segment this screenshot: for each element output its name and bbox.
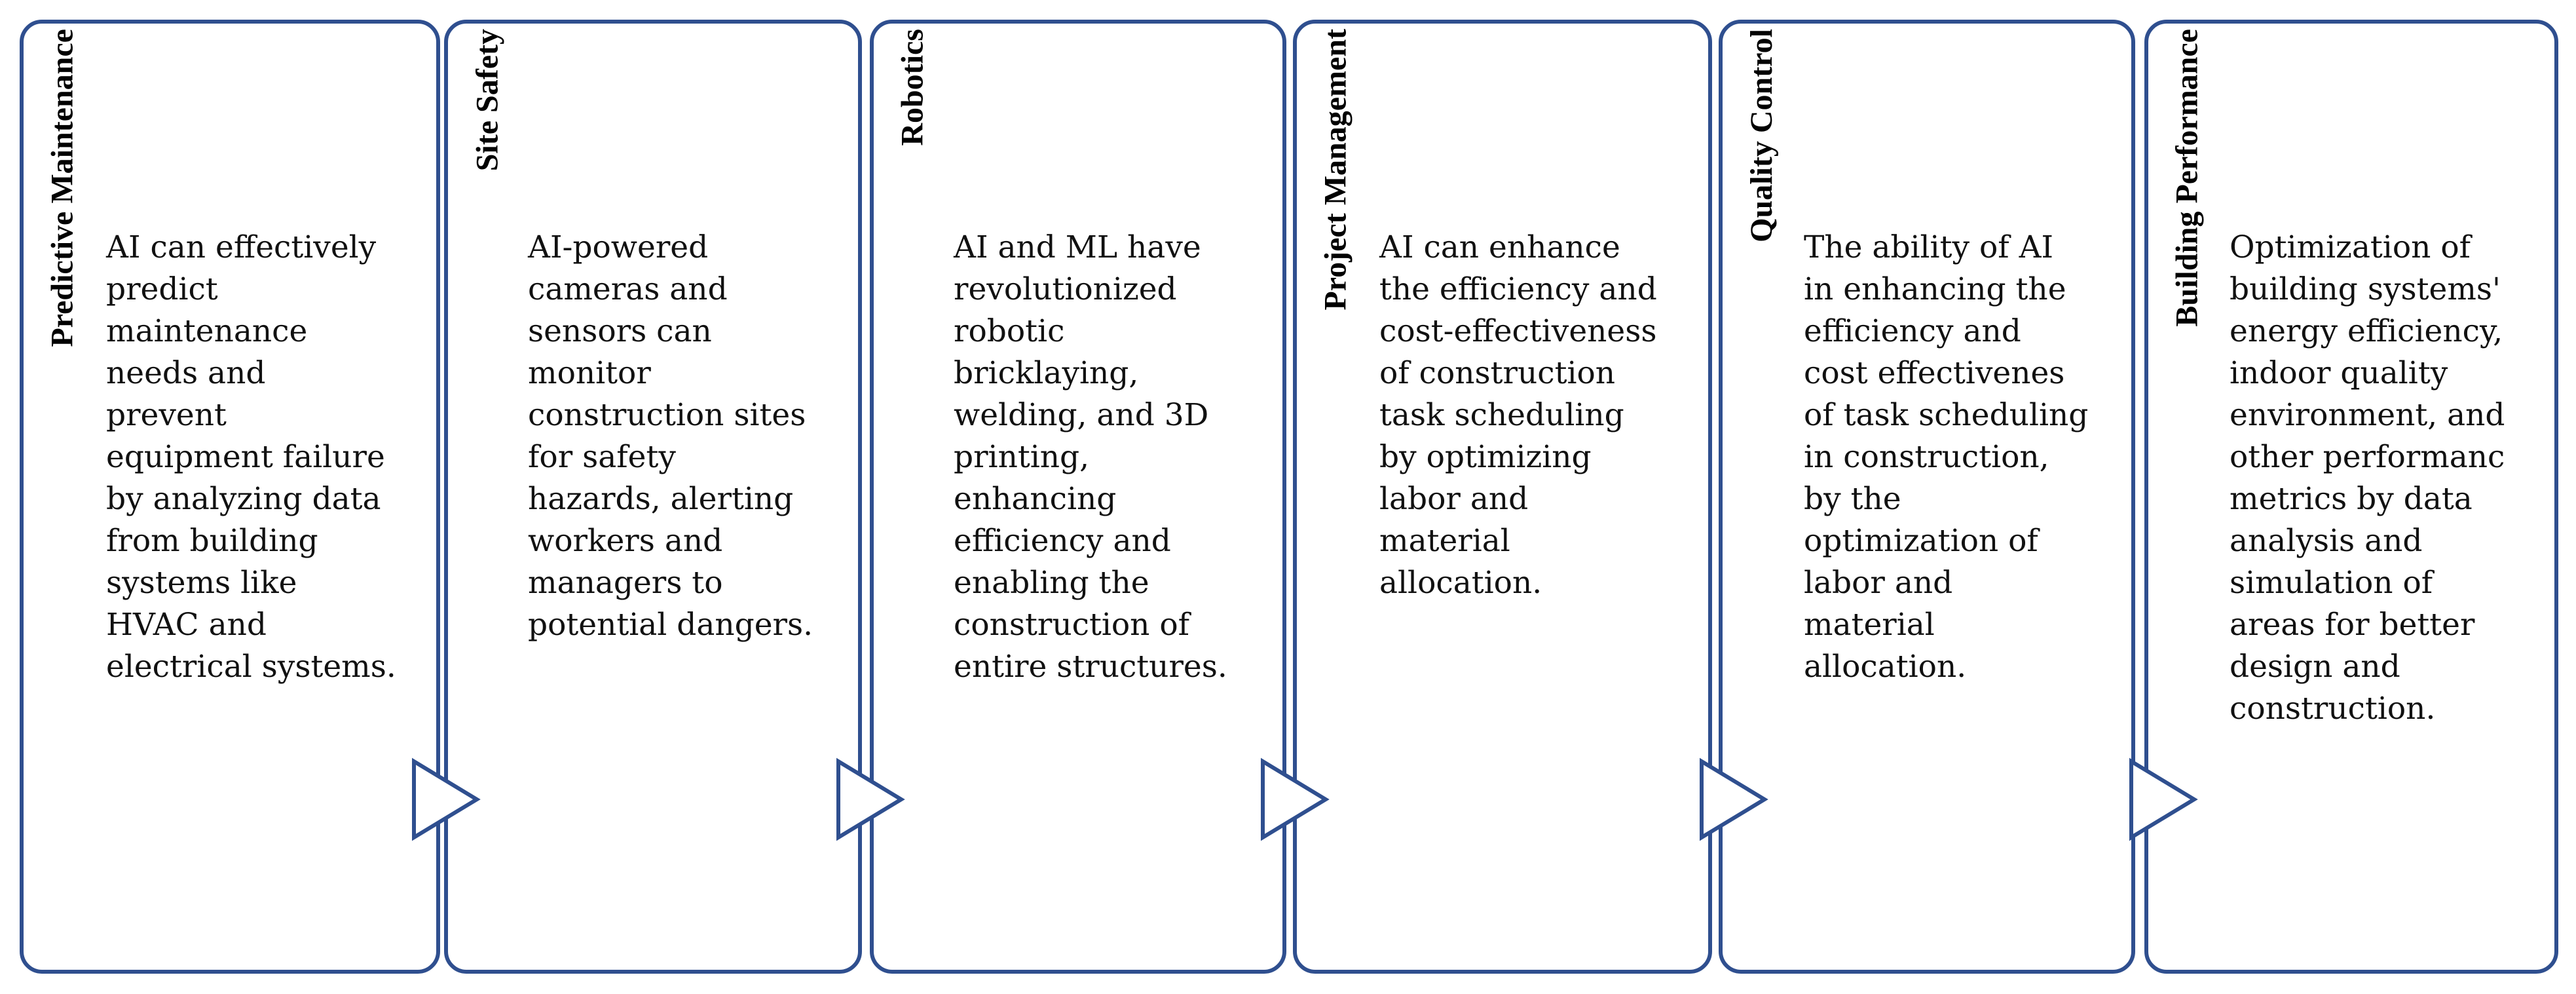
description-line: areas for better <box>2230 607 2475 643</box>
panel-title: Robotics <box>895 29 930 146</box>
description-line: cost effectivenes <box>1804 355 2065 391</box>
description-line: enhancing <box>954 481 1117 517</box>
panel-robotics: Robotics AI and ML have revolutionized r… <box>870 20 1286 974</box>
description-line: metrics by data <box>2230 481 2473 517</box>
triangle-right-arrow-icon <box>1261 757 1330 841</box>
triangle-right-arrow-icon <box>412 757 481 841</box>
description-line: allocation. <box>1804 649 1967 685</box>
panel-title-container: Robotics <box>882 29 944 835</box>
panel-title-container: Quality Control <box>1730 29 1793 835</box>
triangle-right-arrow-icon <box>1700 757 1768 841</box>
description-line: entire structures. <box>954 649 1227 685</box>
description-line: building systems' <box>2230 271 2501 307</box>
description-line: Optimization of <box>2230 229 2471 265</box>
panel-title-container: Project Management <box>1305 29 1368 835</box>
description-line: optimization of <box>1804 523 2038 559</box>
panel-site-safety: Site Safety AI-powered cameras and senso… <box>444 20 862 974</box>
description-line: predict <box>106 271 218 307</box>
panel-title: Predictive Maintenance <box>45 29 80 347</box>
description-line: construction sites <box>528 397 806 433</box>
panel-description: The ability of AI in enhancing the effic… <box>1804 227 2088 688</box>
description-line: task scheduling <box>1379 397 1624 433</box>
panel-project-management: Project Management AI can enhance the ef… <box>1293 20 1712 974</box>
description-line: cost-effectiveness <box>1379 313 1657 349</box>
panel-title: Quality Control <box>1744 29 1779 242</box>
description-line: equipment failure <box>106 439 385 475</box>
description-line: by the <box>1804 481 1901 517</box>
description-line: of construction <box>1379 355 1616 391</box>
description-line: robotic <box>954 313 1065 349</box>
description-line: allocation. <box>1379 565 1542 601</box>
description-line: welding, and 3D <box>954 397 1209 433</box>
description-line: The ability of AI <box>1804 229 2054 265</box>
panel-title-container: Building Performance <box>2156 29 2219 835</box>
description-line: AI can enhance <box>1379 229 1620 265</box>
description-line: for safety <box>528 439 676 475</box>
panel-quality-control: Quality Control The ability of AI in enh… <box>1719 20 2135 974</box>
description-line: sensors can <box>528 313 712 349</box>
description-line: environment, and <box>2230 397 2505 433</box>
description-line: revolutionized <box>954 271 1177 307</box>
description-line: the efficiency and <box>1379 271 1657 307</box>
description-line: labor and <box>1804 565 1953 601</box>
description-line: workers and <box>528 523 723 559</box>
description-line: AI and ML have <box>954 229 1201 265</box>
description-line: simulation of <box>2230 565 2433 601</box>
description-line: electrical systems. <box>106 649 396 685</box>
description-line: cameras and <box>528 271 728 307</box>
description-line: by analyzing data <box>106 481 381 517</box>
description-line: efficiency and <box>954 523 1171 559</box>
description-line: HVAC and <box>106 607 267 643</box>
description-line: AI can effectively <box>106 229 377 265</box>
description-line: enabling the <box>954 565 1149 601</box>
description-line: by optimizing <box>1379 439 1592 475</box>
description-line: needs and <box>106 355 266 391</box>
panel-description: AI can effectively predict maintenance n… <box>106 227 396 688</box>
description-line: energy efficiency, <box>2230 313 2503 349</box>
description-line: in construction, <box>1804 439 2049 475</box>
triangle-right-arrow-icon <box>2129 757 2198 841</box>
panel-title: Site Safety <box>470 29 504 172</box>
panel-description: AI and ML have revolutionized robotic br… <box>954 227 1227 688</box>
description-line: from building <box>106 523 318 559</box>
description-line: prevent <box>106 397 227 433</box>
description-line: monitor <box>528 355 651 391</box>
description-line: material <box>1804 607 1935 643</box>
description-line: managers to <box>528 565 723 601</box>
panel-title-container: Predictive Maintenance <box>31 29 94 835</box>
description-line: other performanc <box>2230 439 2505 475</box>
description-line: AI-powered <box>528 229 709 265</box>
panel-title: Project Management <box>1318 29 1353 311</box>
description-line: efficiency and <box>1804 313 2021 349</box>
description-line: analysis and <box>2230 523 2423 559</box>
description-line: bricklaying, <box>954 355 1139 391</box>
description-line: hazards, alerting <box>528 481 794 517</box>
panel-building-performance: Building Performance Optimization of bui… <box>2144 20 2558 974</box>
description-line: construction. <box>2230 691 2436 727</box>
description-line: potential dangers. <box>528 607 813 643</box>
panel-description: AI-powered cameras and sensors can monit… <box>528 227 813 646</box>
panel-predictive-maintenance: Predictive Maintenance AI can effectivel… <box>20 20 440 974</box>
panel-title-container: Site Safety <box>456 29 519 835</box>
panel-description: Optimization of building systems' energy… <box>2230 227 2505 730</box>
description-line: labor and <box>1379 481 1529 517</box>
description-line: systems like <box>106 565 297 601</box>
triangle-right-arrow-icon <box>836 757 905 841</box>
description-line: of task scheduling <box>1804 397 2089 433</box>
description-line: construction of <box>954 607 1190 643</box>
description-line: material <box>1379 523 1510 559</box>
description-line: design and <box>2230 649 2400 685</box>
panel-description: AI can enhance the efficiency and cost-e… <box>1379 227 1657 604</box>
description-line: indoor quality <box>2230 355 2448 391</box>
description-line: printing, <box>954 439 1090 475</box>
panel-title: Building Performance <box>2170 29 2205 327</box>
description-line: in enhancing the <box>1804 271 2066 307</box>
description-line: maintenance <box>106 313 308 349</box>
